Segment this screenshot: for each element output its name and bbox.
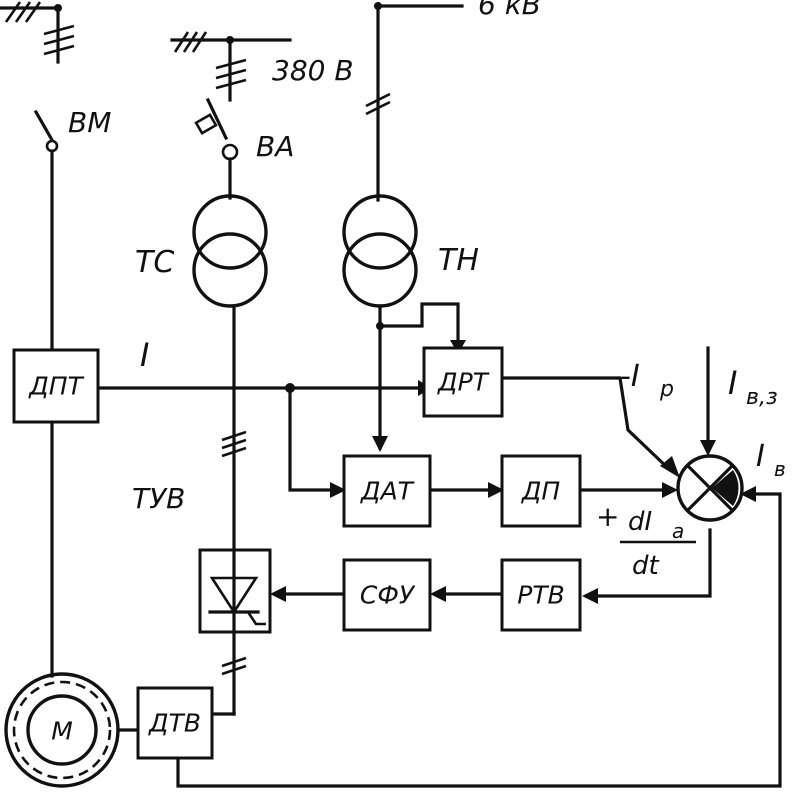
block-sfu-label: СФУ <box>360 581 416 610</box>
thyristor-converter <box>198 548 272 634</box>
label-tn: ТН <box>438 243 479 278</box>
label-ip-main: -I <box>620 359 640 394</box>
motor: М <box>4 672 120 788</box>
motor-label: М <box>51 717 73 746</box>
label-deriv-num-sub: а <box>672 519 684 543</box>
label-ivz: I в,з <box>728 364 778 410</box>
label-iv: I в <box>756 439 786 481</box>
label-ivz-main: I <box>728 364 737 402</box>
block-rtv-label: РТВ <box>517 581 565 610</box>
label-6kv: 6 кВ <box>478 0 541 21</box>
label-iv-main: I <box>756 439 765 474</box>
label-ip-sub: р <box>659 377 674 402</box>
block-rtv: РТВ <box>500 558 582 632</box>
label-ivz-sub: в,з <box>746 385 778 410</box>
summing-junction <box>676 454 744 522</box>
label-derivative: + dI а dt <box>596 500 696 581</box>
block-dpt: ДПТ <box>12 348 100 424</box>
switch-va: ВА <box>194 97 294 200</box>
transformer-tn: ТН <box>342 194 479 308</box>
block-sfu: СФУ <box>342 558 432 632</box>
block-dp: ДП <box>500 454 582 528</box>
wires <box>50 302 782 788</box>
label-iv-sub: в <box>774 457 786 481</box>
label-deriv-num: dI <box>628 507 652 537</box>
label-vm: ВМ <box>68 106 111 139</box>
block-dat-label: ДАТ <box>360 477 415 506</box>
block-dtv-label: ДТВ <box>148 709 201 738</box>
label-tuv: ТУВ <box>132 482 185 515</box>
bus-6kv: 6 кВ <box>365 0 541 202</box>
label-deriv-den: dt <box>632 551 660 581</box>
label-tc: ТС <box>135 245 174 280</box>
block-drt-label: ДРТ <box>437 368 490 397</box>
label-380v: 380 В <box>272 54 354 87</box>
bus-top-left <box>0 1 75 64</box>
label-current-i: I <box>140 336 149 374</box>
block-drt: ДРТ <box>422 346 504 418</box>
bus-380v: 380 В <box>170 31 354 102</box>
label-ip: -I р <box>620 359 674 402</box>
switch-vm: ВМ <box>33 106 111 352</box>
block-dtv: ДТВ <box>136 686 214 760</box>
block-dpt-label: ДПТ <box>28 372 84 401</box>
transformer-tc: ТС <box>135 194 268 308</box>
label-deriv-plus: + <box>596 500 619 533</box>
block-dat: ДАТ <box>342 454 432 528</box>
block-dp-label: ДП <box>521 477 561 506</box>
label-va: ВА <box>256 130 294 163</box>
